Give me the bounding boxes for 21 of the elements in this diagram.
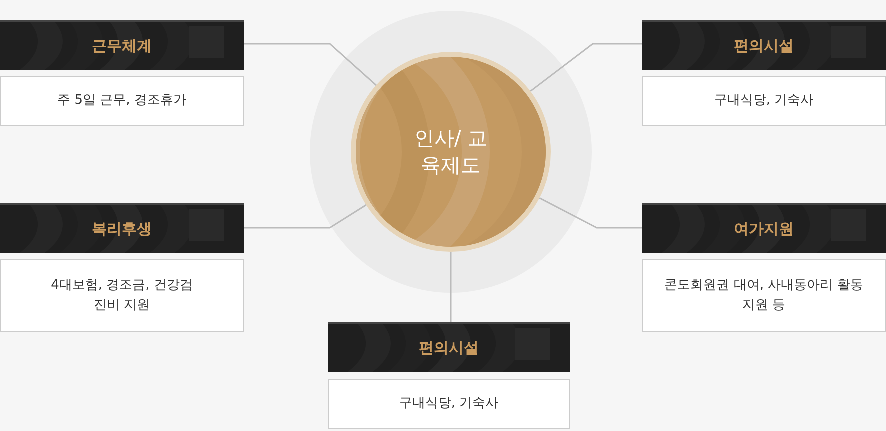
hub-title: 인사/ 교육제도 bbox=[413, 125, 489, 179]
header-text: 복리후생 bbox=[92, 220, 152, 238]
description-box bbox=[328, 379, 570, 429]
connector-line bbox=[530, 43, 642, 92]
header-text: 편의시설 bbox=[419, 338, 479, 358]
description-box bbox=[642, 76, 886, 126]
description-text: 구내식당, 기숙사 bbox=[398, 395, 500, 414]
description-text: 구내식당, 기숙사 bbox=[713, 92, 815, 110]
header-text: 편의시설 bbox=[734, 36, 794, 56]
description-box bbox=[0, 76, 244, 126]
header-text: 여가지원 bbox=[734, 220, 794, 238]
description-box bbox=[642, 259, 886, 332]
connector-line bbox=[539, 198, 642, 229]
connector-line bbox=[244, 43, 377, 86]
connector-line bbox=[244, 204, 367, 229]
header-text: 근무체계 bbox=[92, 36, 152, 56]
description-box bbox=[0, 259, 244, 332]
connector-line bbox=[450, 252, 452, 322]
description-text: 주 5일 근무, 경조휴가 bbox=[56, 92, 188, 110]
description-text: 4대보험, 경조금, 건강검진비 지원 bbox=[50, 277, 194, 314]
description-text: 콘도회원권 대여, 사내동아리 활동지원 등 bbox=[664, 277, 864, 314]
